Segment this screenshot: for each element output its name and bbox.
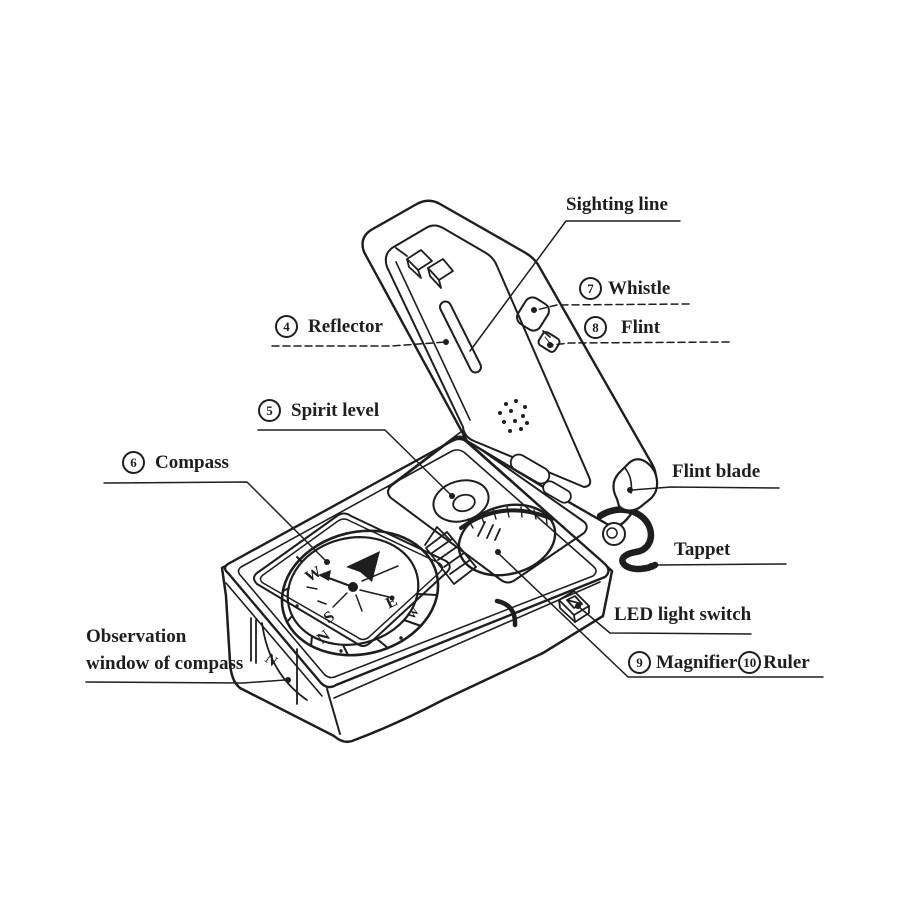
base-right-rim-line xyxy=(333,581,601,699)
callout-spirit-level: 5 Spirit level xyxy=(258,399,379,422)
needle-tail-arrow xyxy=(318,570,331,581)
leader-reflector xyxy=(271,341,447,347)
leader-tappet xyxy=(655,563,787,566)
leader-magnifier xyxy=(497,552,824,678)
number-badge-4: 4 xyxy=(275,315,298,338)
callout-reflector-text: Reflector xyxy=(308,315,383,337)
callout-flint-blade: Flint blade xyxy=(672,461,760,483)
callout-led-light-switch-text: LED light switch xyxy=(614,604,752,625)
number-badge-7: 7 xyxy=(579,277,602,300)
led-light-switch xyxy=(558,590,590,623)
dial-tick-marks xyxy=(282,556,438,656)
spirit-level xyxy=(432,479,490,523)
callout-magnifier-text: Magnifier xyxy=(656,651,738,673)
leader-flint-blade xyxy=(631,486,780,491)
magnifier-glare-strokes xyxy=(477,521,501,541)
tool-panel xyxy=(387,435,588,584)
dial-radial-lines xyxy=(306,565,399,612)
hinge-knuckles xyxy=(509,453,572,504)
compass-dial: W E S N W xyxy=(280,529,440,657)
flint-blade-part xyxy=(612,458,659,512)
number-badge-10: 10 xyxy=(738,651,762,674)
dial-ring-dots xyxy=(295,604,403,653)
leader-whistle xyxy=(535,303,690,311)
compass-recess-inner xyxy=(259,518,443,641)
callout-flint-blade-text: Flint blade xyxy=(672,461,761,482)
callout-compass-text: Compass xyxy=(155,451,229,473)
base-left-rim-line xyxy=(225,582,323,697)
callout-lines xyxy=(85,220,824,684)
number-badge-5: 5 xyxy=(258,399,281,422)
hatched-ramp xyxy=(424,526,477,585)
dial-face xyxy=(286,536,420,646)
leader-led-switch xyxy=(578,606,752,635)
leader-sighting-line xyxy=(469,220,681,352)
leader-observation-window xyxy=(85,679,286,684)
dial-letter-west: W xyxy=(302,563,324,586)
leader-flint xyxy=(551,341,730,346)
callout-reflector: 4 Reflector xyxy=(275,315,383,338)
leader-end-dots xyxy=(285,307,654,683)
compass-base: N xyxy=(220,430,614,744)
hinge-pin xyxy=(602,522,626,546)
callout-tappet: Tappet xyxy=(674,539,730,561)
callout-flint: 8 Flint xyxy=(584,316,660,339)
hinge-pin-inner xyxy=(606,527,618,539)
base-front-corner-edge xyxy=(326,688,341,735)
magnifier-rim-hatches xyxy=(467,506,548,529)
compass-recess-outer xyxy=(253,512,451,647)
number-badge-6: 6 xyxy=(122,451,145,474)
needle-north xyxy=(346,551,380,582)
callout-observation-window-line2: window of compass xyxy=(86,653,244,674)
spirit-level-bubble xyxy=(452,493,476,513)
lid-clasp xyxy=(395,247,454,289)
tool-panel-chamfer xyxy=(387,430,463,488)
callout-compass: 6 Compass xyxy=(122,451,229,474)
callout-led-light-switch: LED light switch xyxy=(614,604,751,626)
callout-whistle: 7 Whistle xyxy=(579,277,670,300)
callout-sighting-line: Sighting line xyxy=(566,194,668,216)
lid-perforations xyxy=(498,399,529,433)
callout-ruler-text: Ruler xyxy=(763,651,810,673)
callout-whistle-text: Whistle xyxy=(608,277,671,299)
tappet-lever xyxy=(596,506,659,573)
magnifier-lens xyxy=(457,503,557,577)
callout-magnifier-ruler: 9 Magnifier 10 Ruler xyxy=(628,651,810,674)
sighting-slit xyxy=(439,300,482,374)
dial-east-dot xyxy=(389,595,395,601)
base-top-inner-border xyxy=(237,449,597,679)
callout-observation-window: Observation window of compass xyxy=(86,623,243,677)
base-top-face xyxy=(223,437,610,689)
leader-compass xyxy=(103,481,328,563)
callout-observation-window-line1: Observation xyxy=(86,626,187,647)
leader-spirit-level xyxy=(257,429,453,497)
dial-outer-ring xyxy=(280,529,440,657)
needle-tail xyxy=(325,576,354,588)
base-side-curve xyxy=(494,598,518,628)
number-badge-8: 8 xyxy=(584,316,607,339)
number-badge-9: 9 xyxy=(628,651,651,674)
callout-spirit-level-text: Spirit level xyxy=(291,399,380,421)
callout-tappet-text: Tappet xyxy=(674,539,731,560)
callout-sighting-line-text: Sighting line xyxy=(566,194,668,215)
reflector-frame-line xyxy=(395,261,471,421)
compass-needle xyxy=(306,551,399,612)
callout-flint-text: Flint xyxy=(621,316,661,338)
reflector-opening xyxy=(384,224,592,488)
